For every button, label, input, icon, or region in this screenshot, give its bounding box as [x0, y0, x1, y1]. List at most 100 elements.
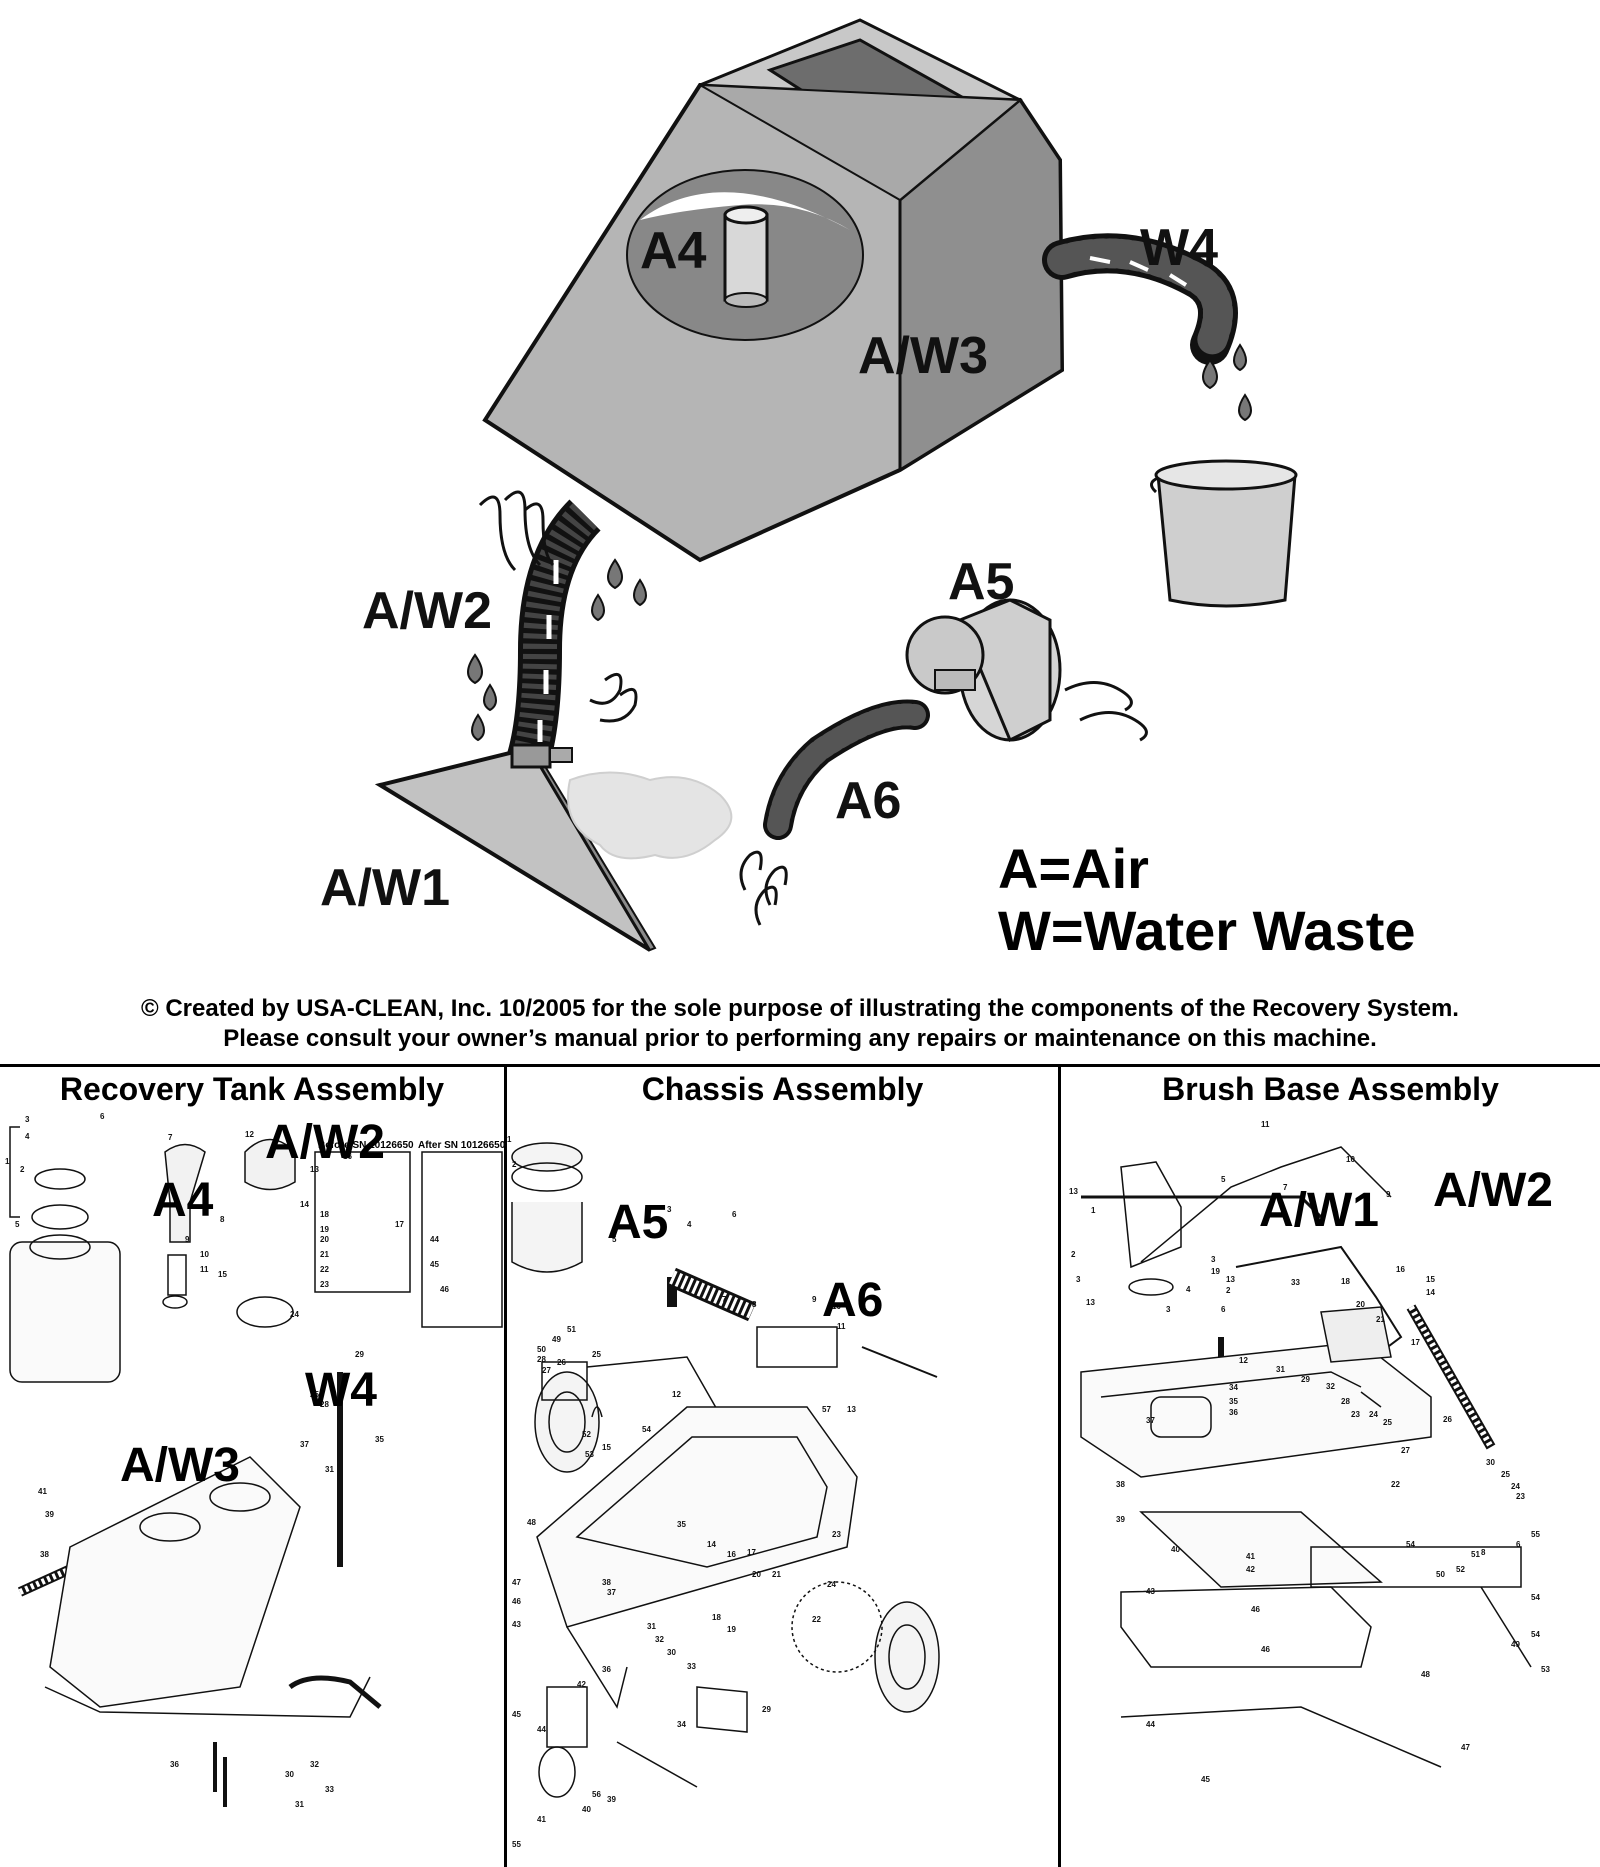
svg-text:22: 22 [812, 1615, 821, 1624]
svg-text:33: 33 [687, 1662, 696, 1671]
svg-text:42: 42 [1246, 1565, 1255, 1574]
svg-text:5: 5 [15, 1220, 20, 1229]
svg-text:24: 24 [290, 1310, 299, 1319]
svg-text:31: 31 [1276, 1365, 1285, 1374]
after-sn-label: After SN 10126650 [418, 1140, 506, 1151]
label-a6: A6 [835, 772, 902, 830]
copyright-line-2: Please consult your owner’s manual prior… [223, 1025, 1377, 1052]
svg-text:11: 11 [1261, 1120, 1270, 1129]
svg-text:28: 28 [320, 1400, 329, 1409]
svg-text:25: 25 [1501, 1470, 1510, 1479]
svg-text:35: 35 [677, 1520, 686, 1529]
motor-hose [763, 699, 930, 840]
svg-text:6: 6 [1221, 1305, 1226, 1314]
svg-text:45: 45 [512, 1710, 521, 1719]
svg-text:47: 47 [512, 1578, 521, 1587]
label-aw1: A/W1 [320, 859, 450, 917]
svg-text:1: 1 [5, 1157, 10, 1166]
svg-text:27: 27 [1401, 1446, 1410, 1455]
svg-text:18: 18 [320, 1210, 329, 1219]
svg-text:33: 33 [325, 1785, 334, 1794]
svg-text:49: 49 [552, 1335, 561, 1344]
panel-title-chassis: Chassis Assembly [641, 1071, 924, 1107]
svg-text:38: 38 [40, 1550, 49, 1559]
svg-text:7: 7 [722, 1295, 727, 1304]
svg-text:2: 2 [512, 1160, 517, 1169]
svg-text:38: 38 [1116, 1480, 1125, 1489]
svg-text:3: 3 [1166, 1305, 1171, 1314]
svg-text:9: 9 [1386, 1190, 1391, 1199]
svg-text:39: 39 [1116, 1515, 1125, 1524]
svg-text:46: 46 [1261, 1645, 1270, 1654]
recovery-system-illustration [374, 18, 1298, 952]
label-a5: A5 [948, 553, 1015, 611]
svg-text:30: 30 [1486, 1458, 1495, 1467]
svg-text:16: 16 [343, 1152, 352, 1161]
svg-text:55: 55 [512, 1840, 521, 1849]
label-w4: W4 [1140, 219, 1218, 277]
svg-text:56: 56 [592, 1790, 601, 1799]
svg-text:3: 3 [1076, 1275, 1081, 1284]
svg-text:34: 34 [677, 1720, 686, 1729]
svg-text:3: 3 [25, 1115, 30, 1124]
svg-text:32: 32 [310, 1760, 319, 1769]
svg-text:31: 31 [647, 1622, 656, 1631]
svg-text:27: 27 [542, 1366, 551, 1375]
svg-text:5: 5 [1221, 1175, 1226, 1184]
svg-text:26: 26 [1443, 1415, 1452, 1424]
svg-text:30: 30 [667, 1648, 676, 1657]
svg-text:41: 41 [38, 1487, 47, 1496]
svg-text:14: 14 [707, 1540, 716, 1549]
drain-hose [1042, 233, 1238, 365]
svg-text:31: 31 [295, 1800, 304, 1809]
svg-text:54: 54 [642, 1425, 651, 1434]
svg-text:14: 14 [1426, 1288, 1435, 1297]
svg-text:25: 25 [310, 1390, 319, 1399]
recovery-label-aw3: A/W3 [120, 1439, 240, 1492]
svg-text:57: 57 [822, 1405, 831, 1414]
water-drops [1202, 343, 1252, 422]
svg-text:24: 24 [1511, 1482, 1520, 1491]
svg-text:23: 23 [320, 1280, 329, 1289]
svg-text:13: 13 [1069, 1187, 1078, 1196]
svg-text:28: 28 [537, 1355, 546, 1364]
recovery-label-aw2: A/W2 [265, 1116, 385, 1169]
svg-text:55: 55 [1531, 1530, 1540, 1539]
svg-text:18: 18 [1341, 1277, 1350, 1286]
label-a4: A4 [640, 222, 707, 280]
airflow-swirls [478, 490, 1148, 926]
chassis-label-a5: A5 [607, 1196, 669, 1249]
chassis-label-a6: A6 [822, 1274, 884, 1327]
svg-text:46: 46 [512, 1597, 521, 1606]
svg-text:37: 37 [300, 1440, 309, 1449]
svg-text:21: 21 [772, 1570, 781, 1579]
svg-text:43: 43 [1146, 1587, 1155, 1596]
svg-text:36: 36 [1229, 1408, 1238, 1417]
svg-text:12: 12 [672, 1390, 681, 1399]
svg-text:25: 25 [592, 1350, 601, 1359]
svg-text:36: 36 [602, 1665, 611, 1674]
svg-text:44: 44 [1146, 1720, 1155, 1729]
svg-text:22: 22 [320, 1265, 329, 1274]
svg-text:35: 35 [1229, 1397, 1238, 1406]
svg-text:20: 20 [320, 1235, 329, 1244]
recovery-label-a4: A4 [152, 1174, 214, 1227]
legend: A=Air W=Water Waste [998, 838, 1415, 961]
svg-text:45: 45 [1201, 1775, 1210, 1784]
svg-text:14: 14 [300, 1200, 309, 1209]
bucket [1150, 459, 1298, 608]
recovery-label-w4: W4 [305, 1364, 377, 1417]
svg-text:11: 11 [200, 1265, 209, 1274]
svg-text:4: 4 [1186, 1285, 1191, 1294]
brush-label-aw1: A/W1 [1259, 1184, 1379, 1237]
svg-text:23: 23 [832, 1530, 841, 1539]
svg-text:8: 8 [1481, 1548, 1486, 1557]
svg-text:44: 44 [537, 1725, 546, 1734]
svg-text:41: 41 [1246, 1552, 1255, 1561]
svg-text:28: 28 [1341, 1397, 1350, 1406]
svg-text:40: 40 [1171, 1545, 1180, 1554]
